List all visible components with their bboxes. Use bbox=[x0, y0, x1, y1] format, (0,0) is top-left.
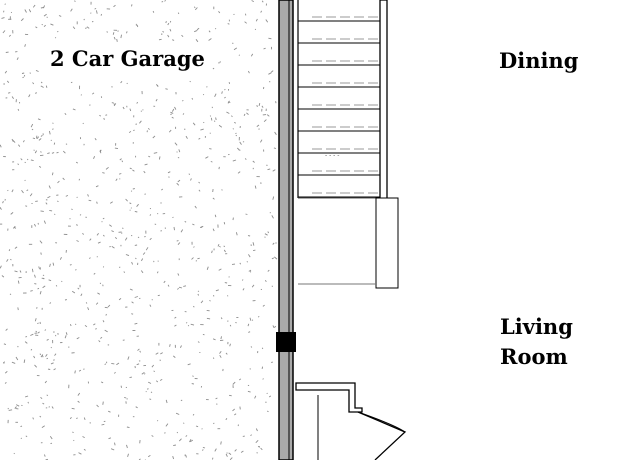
room-label-garage: 2 Car Garage bbox=[50, 46, 205, 71]
room-label-living-line2: Room bbox=[500, 344, 568, 369]
entry-door bbox=[357, 411, 407, 460]
stair-treads bbox=[298, 16, 380, 198]
svg-text:- - - -: - - - - bbox=[325, 152, 339, 159]
garage-concrete-texture bbox=[0, 0, 278, 460]
room-label-living-room: Living Room bbox=[500, 312, 573, 372]
room-label-dining: Dining bbox=[499, 48, 579, 73]
entry-partition bbox=[295, 382, 363, 460]
garage-wall bbox=[276, 0, 296, 460]
closet-panel bbox=[298, 197, 399, 289]
column-post bbox=[276, 332, 296, 352]
room-label-living-line1: Living bbox=[500, 314, 573, 339]
staircase: - - - - bbox=[297, 0, 388, 203]
